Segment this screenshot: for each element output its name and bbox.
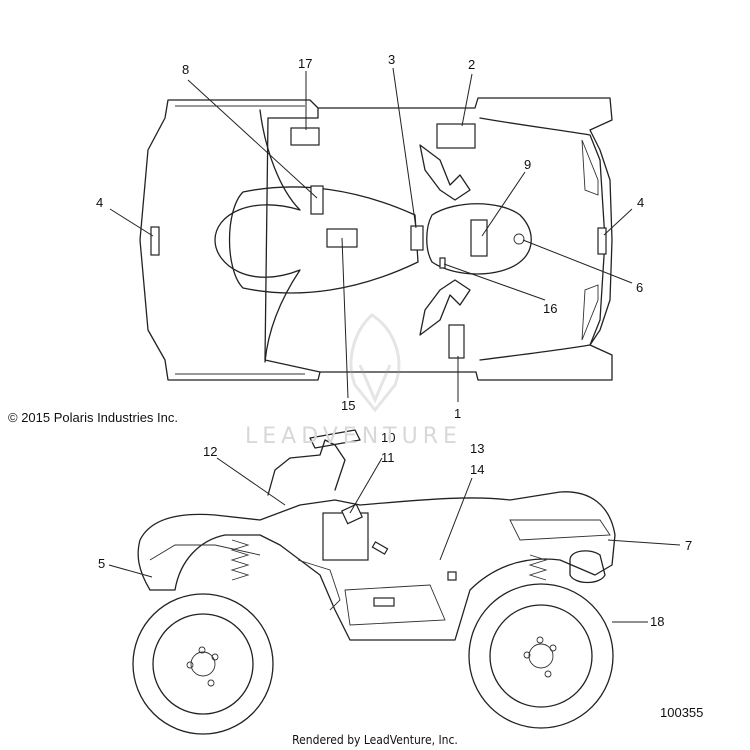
leader-lines (108, 67, 681, 623)
callout-10: 10 (381, 430, 395, 445)
top-view-vehicle (139, 97, 613, 381)
callout-4-left: 4 (96, 195, 103, 210)
callout-14: 14 (470, 462, 484, 477)
callout-5: 5 (98, 556, 105, 571)
callout-17: 17 (298, 56, 312, 71)
watermark-logo (349, 313, 401, 413)
diagram-id: 100355 (660, 705, 704, 720)
callout-9: 9 (524, 157, 531, 172)
callout-18: 18 (650, 614, 664, 629)
callout-6: 6 (636, 280, 643, 295)
callout-11: 11 (381, 450, 395, 465)
footer-credit: Rendered by LeadVenture, Inc. (292, 733, 458, 747)
callout-1: 1 (454, 406, 461, 421)
callout-15: 15 (341, 398, 355, 413)
side-view-vehicle (132, 429, 616, 735)
callout-7: 7 (685, 538, 692, 553)
callout-4-right: 4 (637, 195, 644, 210)
callout-13: 13 (470, 441, 484, 456)
watermark-text: LEADVENTURE (245, 424, 462, 449)
callout-2: 2 (468, 57, 475, 72)
callout-3: 3 (388, 52, 395, 67)
callout-numbers: 1 2 3 4 4 5 6 7 8 9 10 11 12 13 14 15 16… (96, 52, 692, 629)
callout-12: 12 (203, 444, 217, 459)
callout-8: 8 (182, 62, 189, 77)
callout-16: 16 (543, 301, 557, 316)
copyright-notice: © 2015 Polaris Industries Inc. (8, 410, 178, 425)
